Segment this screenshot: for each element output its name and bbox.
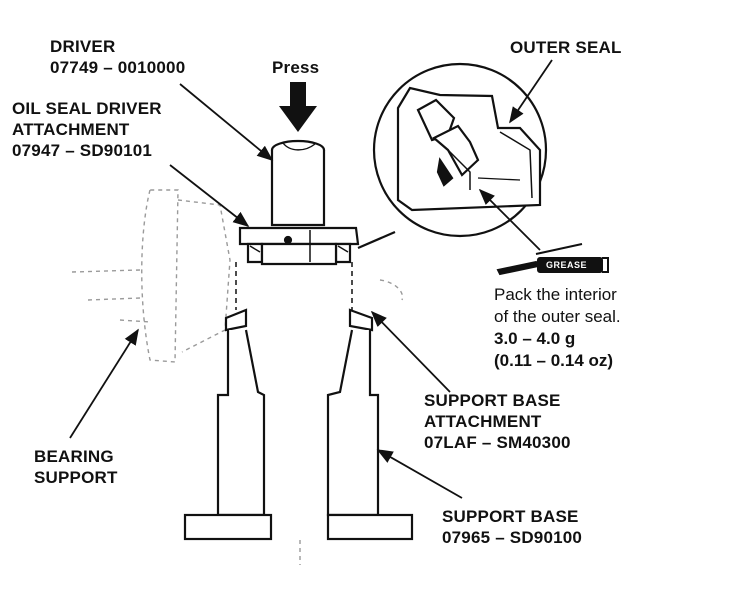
driver-label: DRIVER 07749 – 0010000	[50, 36, 185, 78]
driver-label-part: 07749 – 0010000	[50, 58, 186, 77]
bearing-support-label: BEARING SUPPORT	[34, 446, 118, 488]
pack-note-line2: of the outer seal.	[494, 307, 621, 326]
grease-tube-label: GREASE	[546, 260, 588, 270]
outer-seal-label: OUTER SEAL	[510, 38, 622, 57]
support-base-attachment-label-name: SUPPORT BASE	[424, 391, 561, 410]
leader-lines	[69, 59, 553, 499]
leader-support-base	[376, 449, 463, 499]
driver-shaft	[270, 139, 326, 227]
support-base-attachment-label-part: 07LAF – SM40300	[424, 433, 571, 452]
support-base-attachment	[224, 262, 374, 332]
oil-seal-driver-label-name: OIL SEAL DRIVER	[12, 99, 162, 118]
leader-driver	[179, 83, 274, 162]
support-base	[183, 329, 414, 541]
support-base-attachment-label: SUPPORT BASE ATTACHMENT 07LAF – SM40300	[424, 390, 571, 453]
support-base-label-part: 07965 – SD90100	[442, 528, 583, 547]
bearing-support-label-line2: SUPPORT	[34, 468, 118, 487]
pack-note-line1: Pack the interior	[494, 285, 617, 304]
grease-tube-icon	[496, 243, 609, 276]
oil-seal-driver-label-type: ATTACHMENT	[12, 120, 130, 139]
leader-support-base-attachment	[370, 310, 451, 393]
support-base-label: SUPPORT BASE 07965 – SD90100	[442, 506, 582, 548]
oil-seal-driver-label: OIL SEAL DRIVER ATTACHMENT 07947 – SD901…	[12, 98, 162, 161]
oil-seal-driver-attachment	[238, 226, 360, 266]
oil-seal-driver-label-part: 07947 – SD90101	[12, 141, 153, 160]
support-base-attachment-label-type: ATTACHMENT	[424, 412, 542, 431]
leader-grease	[478, 188, 541, 251]
bearing-support-label-line1: BEARING	[34, 447, 114, 466]
support-base-label-name: SUPPORT BASE	[442, 507, 579, 526]
pack-note: Pack the interior of the outer seal. 3.0…	[494, 284, 621, 372]
press-arrow	[279, 82, 317, 132]
driver-label-name: DRIVER	[50, 37, 116, 56]
pack-note-amount-g: 3.0 – 4.0 g	[494, 329, 576, 348]
leader-outer-seal	[509, 59, 553, 124]
pack-note-amount-oz: (0.11 – 0.14 oz)	[494, 351, 614, 370]
bearing-support-ghost	[71, 189, 404, 565]
leader-bearing-support	[69, 328, 139, 439]
leader-oil-seal-driver	[169, 164, 250, 227]
press-label: Press	[272, 58, 320, 77]
outer-seal-detail	[357, 62, 548, 250]
